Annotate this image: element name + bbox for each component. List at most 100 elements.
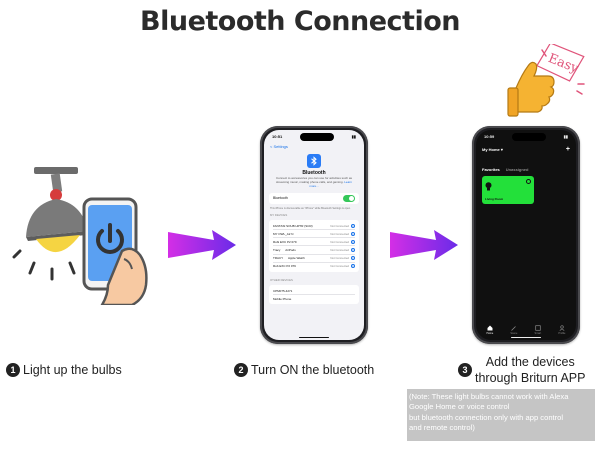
note-line: (Note: These light bulbs cannot work wit… [409, 392, 569, 401]
status-time: 10:59 [484, 133, 495, 139]
nav-home[interactable]: Home [486, 325, 494, 335]
device-name: Mobile Phone [273, 296, 292, 301]
nav-smart[interactable]: Smart [534, 324, 542, 335]
battery-icon: ▮▮ [351, 133, 356, 139]
home-indicator [299, 336, 329, 338]
device-status: Not Connected [330, 248, 349, 253]
thumbs-up-icon: Easy [507, 44, 585, 117]
list-item[interactable]: Mobile Phone [273, 295, 355, 302]
wand-icon [511, 325, 516, 331]
status-time: 10:51 [272, 133, 283, 139]
bulb-icon [485, 182, 492, 191]
easy-badge: Easy [536, 44, 585, 82]
device-name: Rub EXC P2 079 [273, 264, 296, 269]
step-text-line: through Briturn APP [475, 370, 586, 385]
home-label: My Home [482, 147, 500, 152]
device-name: Tracy AirPods [273, 248, 296, 253]
my-devices-header: MY DEVICES [270, 212, 288, 217]
app-screen: 10:59 ▮▮ My Home ▾ + Favorites Unassigne… [476, 130, 576, 340]
step-number: 2 [234, 363, 248, 377]
status-bar: 10:59 ▮▮ [476, 130, 576, 142]
settings-back-link[interactable]: < Settings [270, 144, 288, 149]
step-text: Light up the bulbs [23, 363, 122, 377]
tab-favorites[interactable]: Favorites [482, 167, 500, 172]
arrow-right-icon [390, 230, 458, 260]
nav-label: Smart [534, 331, 542, 335]
app-phone: 10:59 ▮▮ My Home ▾ + Favorites Unassigne… [472, 126, 580, 344]
note-line: and remote control) [409, 422, 475, 432]
step-text: Add the devices through Briturn APP [475, 355, 585, 386]
step-number: 3 [458, 363, 472, 377]
device-name: CPM075-4271 [273, 288, 293, 293]
nav-profile[interactable]: Profile [558, 324, 566, 335]
nav-label: Scene [510, 331, 518, 335]
device-name: MY OWL_A2 N [273, 231, 294, 236]
step-text: Turn ON the bluetooth [251, 363, 375, 377]
note-line: Google Home or voice control [409, 402, 510, 412]
device-status: Not Connected [330, 231, 349, 236]
nav-scene[interactable]: Scene [510, 325, 517, 335]
bluetooth-toggle[interactable] [343, 194, 355, 202]
settings-screen: 10:51 ▮▮ < Settings Bluetooth Connect to… [264, 130, 364, 340]
home-selector[interactable]: My Home ▾ [482, 147, 503, 152]
info-icon[interactable]: i [351, 256, 355, 261]
nav-label: Home [486, 331, 494, 335]
device-name: FANTASI SOUB HP7R (SCR) [273, 223, 313, 228]
bluetooth-icon [307, 154, 321, 168]
arrow-right-icon [168, 230, 236, 260]
power-icon[interactable] [526, 179, 531, 184]
hand-phone-icon [82, 197, 148, 305]
chevron-down-icon: ▾ [500, 147, 503, 152]
phone-notch [511, 133, 546, 141]
lamp-and-phone-illustration [12, 167, 148, 305]
discoverable-note: This iPhone is discoverable as "iPhone" … [270, 206, 351, 210]
ceiling-lamp-icon [12, 167, 88, 281]
battery-icon: ▮▮ [563, 133, 568, 139]
step-1-label: 1 Light up the bulbs [6, 363, 122, 377]
bottom-nav: Home Scene Smart Profile [476, 322, 576, 340]
profile-icon [559, 324, 565, 331]
info-icon[interactable]: i [351, 223, 355, 228]
bluetooth-toggle-card: Bluetooth [269, 192, 359, 204]
device-tile[interactable]: Living Room [482, 176, 534, 204]
tab-unassigned[interactable]: Unassigned [505, 167, 529, 172]
learn-more-link[interactable]: Learn more... [309, 179, 352, 188]
note-line: but bluetooth connection only with app c… [409, 412, 564, 422]
info-icon[interactable]: i [351, 239, 355, 244]
step-number: 1 [6, 363, 20, 377]
device-tile-name: Living Room [485, 197, 504, 201]
info-icon[interactable]: i [351, 248, 355, 253]
device-status: Not Connected [330, 223, 349, 228]
other-devices-header: OTHER DEVICES [270, 278, 293, 283]
device-name: TRACY Apple Watch [273, 256, 305, 261]
smart-icon [535, 324, 541, 331]
device-status: Not Connected [330, 239, 349, 244]
compatibility-note: (Note: These light bulbs cannot work wit… [407, 389, 595, 441]
add-device-button[interactable]: + [565, 146, 570, 153]
step-2-label: 2 Turn ON the bluetooth [234, 363, 374, 377]
page-title: Bluetooth Connection [140, 6, 460, 37]
info-icon[interactable]: i [351, 264, 355, 269]
other-devices-list: CPM075-4271 Mobile Phone [269, 285, 359, 305]
bluetooth-toggle-label: Bluetooth [273, 196, 288, 201]
list-item[interactable]: CPM075-4271 [273, 287, 355, 296]
home-icon [487, 325, 493, 330]
settings-phone: 10:51 ▮▮ < Settings Bluetooth Connect to… [260, 126, 368, 344]
nav-label: Profile [558, 331, 566, 335]
step-3-label: 3 Add the devices through Briturn APP [458, 355, 585, 386]
description-text: Connect to accessories you can use for a… [275, 176, 353, 184]
status-bar: 10:51 ▮▮ [264, 130, 364, 142]
phone-notch [299, 133, 334, 141]
home-indicator [511, 336, 541, 338]
device-name: Rubi EXC P2 079 [273, 239, 297, 244]
bluetooth-description: Connect to accessories you can use for a… [264, 176, 364, 190]
info-icon[interactable]: i [351, 231, 355, 236]
step-text-line: Add the devices [485, 355, 575, 369]
